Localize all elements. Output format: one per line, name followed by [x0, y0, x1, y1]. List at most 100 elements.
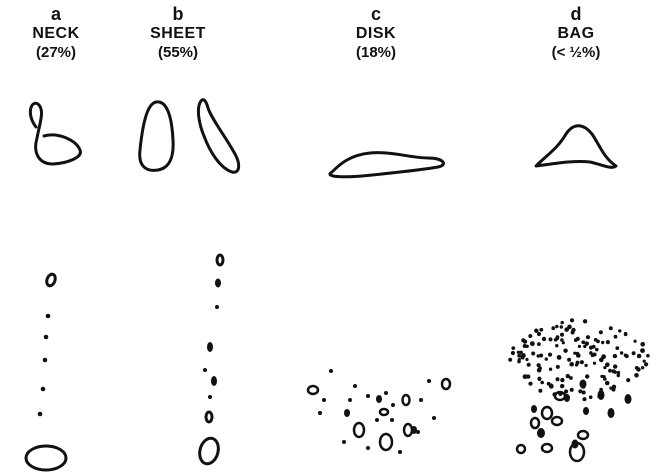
bag-dot	[519, 351, 523, 355]
bag-dot	[525, 358, 528, 361]
sheet-outline-left	[140, 102, 173, 171]
bag-dot	[589, 346, 593, 350]
bag-dot	[560, 378, 564, 382]
bag-dot	[511, 346, 515, 350]
bag-dot	[586, 335, 590, 339]
bag-ring	[578, 431, 588, 439]
bag-dot	[537, 354, 540, 357]
bag-dot	[527, 363, 531, 367]
bag-dot	[561, 321, 564, 324]
neck-dot	[41, 387, 46, 392]
bag-dot	[612, 385, 616, 389]
bag-dot	[640, 348, 645, 353]
bag-dot	[589, 395, 593, 399]
bag-dot	[613, 364, 617, 368]
sheet-dot	[203, 368, 207, 372]
bag-dot	[576, 352, 580, 356]
bag-dot	[560, 384, 564, 388]
bag-filled-dot	[583, 407, 589, 415]
bag-dot	[560, 333, 564, 337]
bag-dot	[624, 332, 628, 336]
bag-dot	[574, 338, 578, 342]
disk-dot	[398, 450, 402, 454]
bag-scatter	[508, 318, 650, 461]
neck-dot	[46, 314, 51, 319]
bag-dot	[556, 377, 560, 381]
bag-dot	[555, 325, 558, 328]
bag-ring	[552, 417, 562, 425]
bag-dot	[646, 354, 650, 358]
disk-scatter	[308, 369, 450, 454]
bag-dot	[634, 340, 637, 343]
bag-dot	[528, 334, 532, 338]
disk-outline	[330, 153, 444, 177]
bag-dot	[580, 360, 584, 364]
bag-filled-dot	[537, 428, 545, 438]
bag-dot	[551, 326, 555, 330]
bag-dot	[534, 329, 538, 333]
sheet-outline-right	[198, 100, 238, 173]
bag-dot	[540, 381, 544, 385]
disk-filled-dot	[376, 395, 382, 403]
bag-dot	[554, 338, 558, 342]
disk-dot	[322, 398, 326, 402]
bag-dot	[578, 389, 582, 393]
bag-dot	[636, 367, 640, 371]
bag-dot	[523, 374, 528, 379]
bag-dot	[511, 351, 515, 355]
bag-dot	[545, 357, 548, 360]
bag-dot	[634, 373, 639, 378]
bag-dot	[560, 338, 564, 342]
bag-dot	[556, 365, 560, 369]
bag-filled-dot	[625, 394, 632, 404]
bag-dot	[613, 354, 617, 358]
disk-dot	[353, 384, 357, 388]
bag-dot	[626, 378, 630, 382]
bag-dot	[583, 319, 587, 323]
neck-dot-series	[26, 273, 66, 470]
neck-bottom-ellipse	[26, 446, 66, 470]
bag-dot	[563, 349, 567, 353]
bag-dot	[549, 384, 554, 389]
bag-dot	[538, 389, 542, 393]
disk-dot	[384, 391, 388, 395]
bag-dot	[585, 374, 589, 378]
bag-filled-dot	[531, 405, 537, 413]
bag-dot	[641, 366, 644, 369]
bag-dot	[531, 352, 535, 356]
bag-ring	[531, 418, 539, 428]
bag-ring	[542, 407, 552, 419]
bag-dot-cloud	[508, 318, 650, 401]
sheet-dot	[215, 305, 219, 309]
bag-dot	[570, 388, 574, 392]
bag-dot	[620, 351, 623, 354]
bag-dot	[518, 358, 521, 361]
neck-dot	[44, 335, 49, 340]
bag-outline	[536, 126, 616, 168]
bag-dot	[560, 325, 563, 328]
bag-dot	[569, 362, 574, 367]
bag-filled-dot	[580, 380, 587, 389]
bag-dot	[523, 344, 527, 348]
bag-filled-dot	[598, 390, 605, 400]
bag-dot	[614, 335, 618, 339]
bag-dot	[537, 377, 541, 381]
disk-dot	[318, 411, 322, 415]
bag-dot	[608, 369, 612, 373]
bag-dot	[567, 358, 571, 362]
bag-dot	[615, 346, 619, 350]
bag-dot	[508, 358, 512, 362]
bag-dot	[571, 331, 575, 335]
bag-dot	[567, 325, 572, 330]
bag-dot	[632, 351, 636, 355]
bag-dot	[601, 341, 604, 344]
bag-dot	[557, 355, 562, 360]
bag-dot	[612, 369, 616, 373]
bag-dot	[618, 329, 621, 332]
sheet-dot	[208, 395, 212, 399]
sheet-ring	[206, 412, 212, 422]
bag-ring	[555, 392, 565, 400]
bag-dot	[521, 338, 525, 342]
disk-ring	[308, 386, 318, 394]
